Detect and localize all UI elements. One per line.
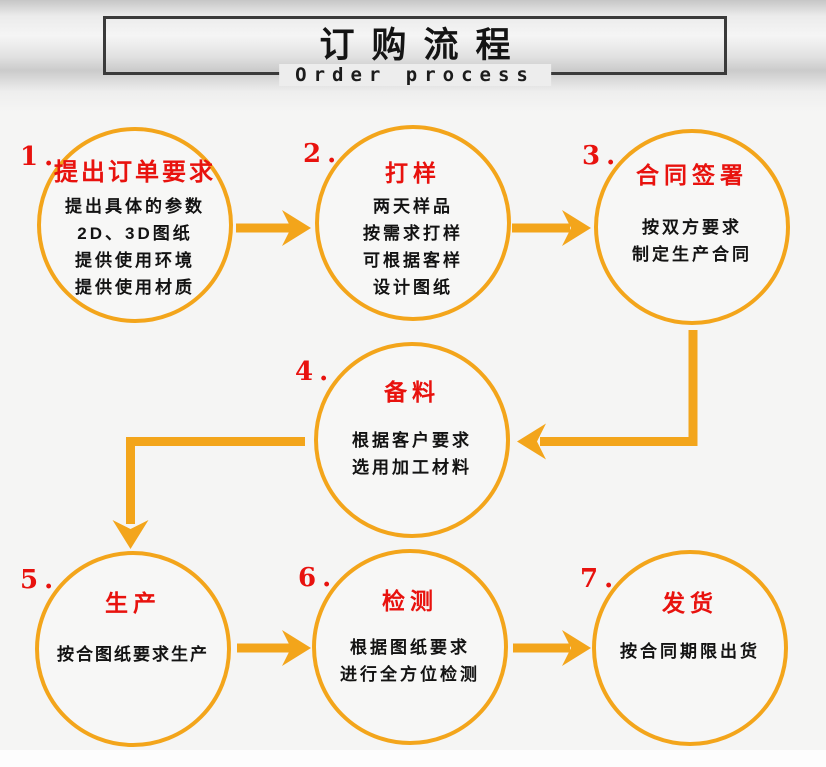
step-5-number: 5. bbox=[20, 565, 60, 595]
arrow-step1-to-step2 bbox=[236, 210, 311, 246]
step-2-number: 2. bbox=[303, 139, 343, 169]
step-6-details: 根据图纸要求 进行全方位检测 bbox=[316, 634, 504, 688]
step-1-line-1: 提出具体的参数 bbox=[65, 197, 205, 216]
step-2-line-3: 可根据客样 bbox=[363, 251, 463, 270]
arrow-step6-to-step7 bbox=[513, 630, 591, 666]
step-3-line-2: 制定生产合同 bbox=[632, 245, 752, 264]
step-4-number: 4. bbox=[295, 357, 335, 387]
step-2-line-1: 两天样品 bbox=[373, 197, 453, 216]
step-2-details: 两天样品 按需求打样 可根据客样 设计图纸 bbox=[319, 193, 507, 301]
header-gradient-band: 订购流程 Order process bbox=[0, 0, 826, 112]
step-7-details: 按合同期限出货 bbox=[596, 638, 784, 665]
step-2-title: 打样 bbox=[385, 160, 441, 186]
page-title: 订购流程 bbox=[319, 25, 528, 66]
step-7-circle: 发货 按合同期限出货 bbox=[592, 550, 788, 746]
step-1-circle: 提出订单要求 提出具体的参数 2D、3D图纸 提供使用环境 提供使用材质 bbox=[37, 127, 233, 323]
arrow-step2-to-step3 bbox=[512, 210, 591, 246]
step-6-number: 6. bbox=[298, 563, 338, 593]
step-4-details: 根据客户要求 选用加工材料 bbox=[318, 427, 506, 481]
step-4-circle: 备料 根据客户要求 选用加工材料 bbox=[314, 342, 510, 538]
step-5-title: 生产 bbox=[105, 590, 161, 616]
step-6-line-2: 进行全方位检测 bbox=[340, 665, 480, 684]
step-1-title: 提出订单要求 bbox=[54, 159, 216, 186]
step-3-circle: 合同签署 按双方要求 制定生产合同 bbox=[594, 129, 790, 325]
arrow-step5-to-step6 bbox=[237, 630, 311, 666]
step-3-title: 合同签署 bbox=[636, 162, 748, 188]
step-2-line-4: 设计图纸 bbox=[373, 278, 453, 297]
step-6-circle: 检测 根据图纸要求 进行全方位检测 bbox=[312, 549, 508, 745]
step-4-line-2: 选用加工材料 bbox=[352, 458, 472, 477]
step-6-line-1: 根据图纸要求 bbox=[350, 638, 470, 657]
bottom-white-strip bbox=[0, 750, 826, 767]
arrow-step3-to-step4 bbox=[517, 330, 698, 460]
step-7-line-1: 按合同期限出货 bbox=[620, 642, 760, 661]
step-1-line-4: 提供使用材质 bbox=[75, 278, 195, 297]
step-3-number: 3. bbox=[582, 141, 622, 171]
step-2-line-2: 按需求打样 bbox=[363, 224, 463, 243]
step-3-details: 按双方要求 制定生产合同 bbox=[598, 214, 786, 268]
step-2-circle: 打样 两天样品 按需求打样 可根据客样 设计图纸 bbox=[315, 125, 511, 321]
arrow-step4-to-step5 bbox=[112, 437, 305, 549]
step-7-number: 7. bbox=[580, 564, 620, 594]
step-5-details: 按合图纸要求生产 bbox=[39, 641, 227, 668]
page-subtitle: Order process bbox=[279, 64, 551, 86]
step-1-line-3: 提供使用环境 bbox=[75, 251, 195, 270]
step-5-circle: 生产 按合图纸要求生产 bbox=[35, 551, 231, 747]
step-7-title: 发货 bbox=[662, 590, 718, 616]
step-3-line-1: 按双方要求 bbox=[642, 218, 742, 237]
step-5-line-1: 按合图纸要求生产 bbox=[57, 645, 209, 664]
step-4-title: 备料 bbox=[384, 379, 440, 405]
title-box: 订购流程 Order process bbox=[103, 16, 727, 86]
step-1-details: 提出具体的参数 2D、3D图纸 提供使用环境 提供使用材质 bbox=[41, 193, 229, 301]
step-4-line-1: 根据客户要求 bbox=[352, 431, 472, 450]
step-1-line-2: 2D、3D图纸 bbox=[77, 224, 193, 243]
step-1-number: 1. bbox=[20, 142, 60, 172]
step-6-title: 检测 bbox=[382, 588, 438, 614]
